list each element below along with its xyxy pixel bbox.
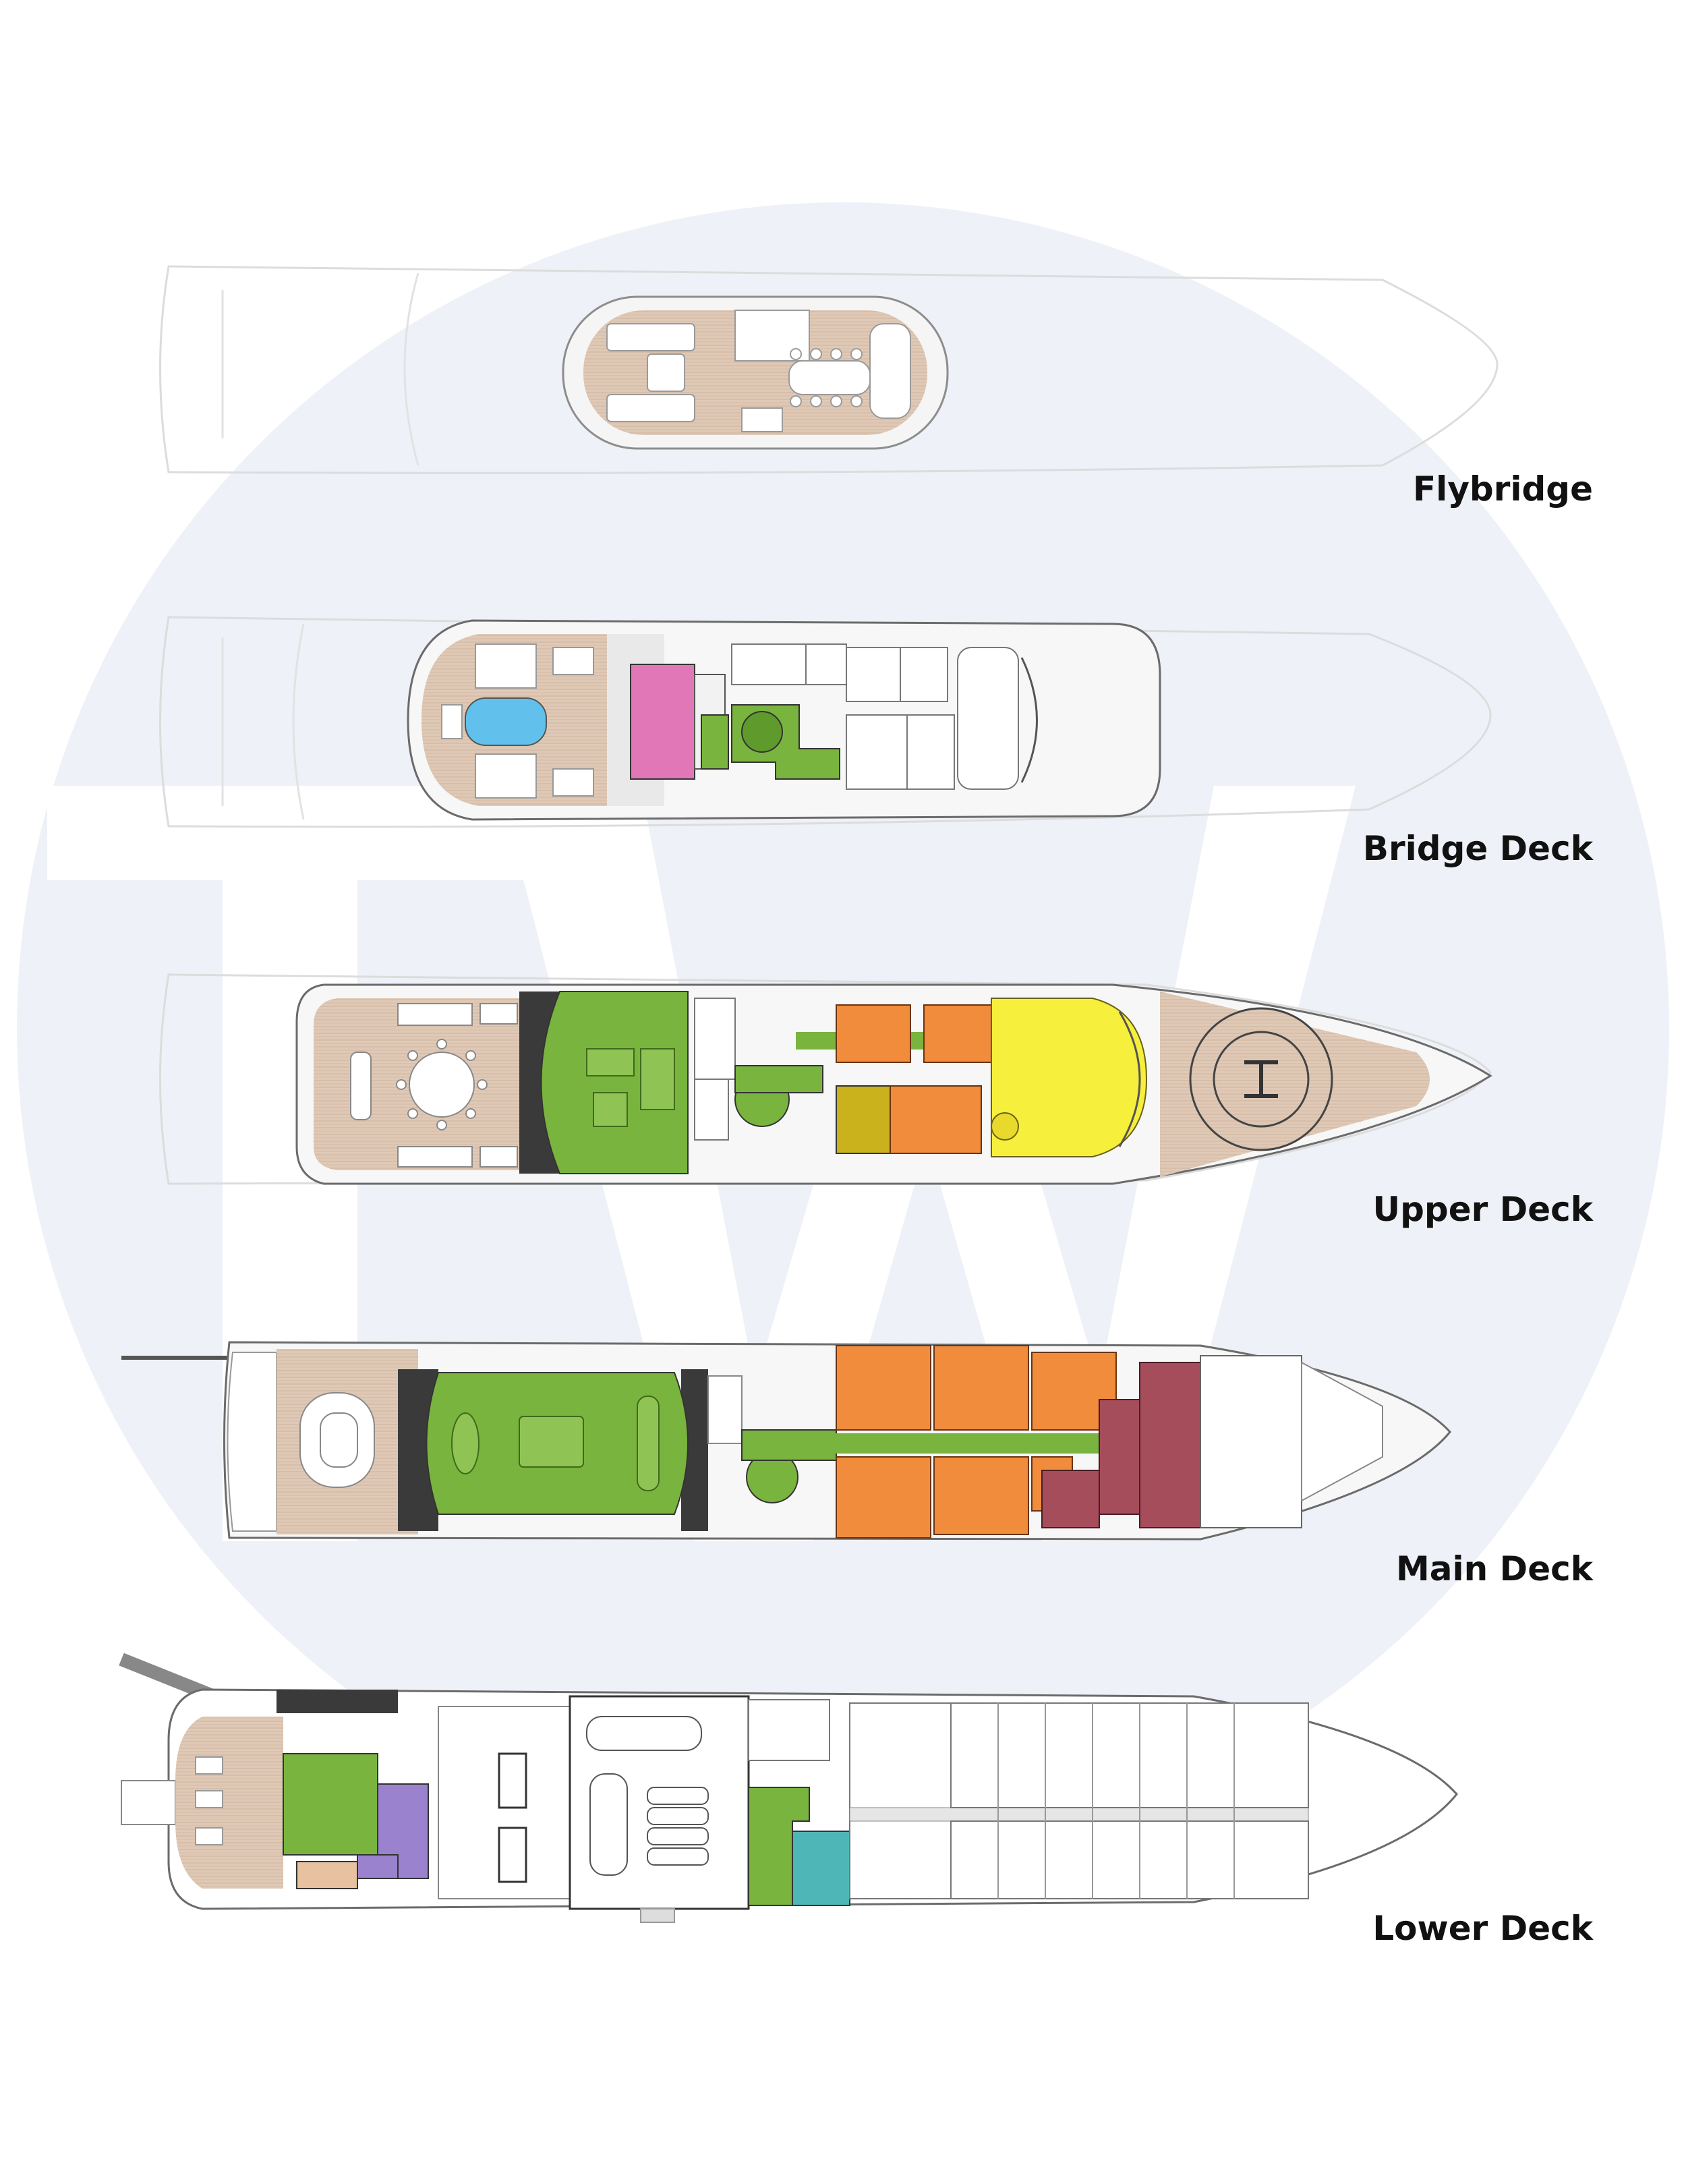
- flybridge-hull-ghost: [159, 265, 1499, 474]
- bridge-deck-hull-ghost: [159, 616, 1492, 828]
- main-deck-plan: [121, 1341, 1451, 1541]
- helipad-h-icon: [1244, 1060, 1278, 1098]
- spa-teal: [792, 1831, 850, 1906]
- lower-stair-green: [748, 1787, 810, 1906]
- upper-owner-suite-yellow: [991, 998, 1148, 1157]
- bridge-deck-plan: [159, 616, 1492, 828]
- beach-club-tan: [296, 1861, 358, 1889]
- upper-cabin-orange-3: [890, 1085, 982, 1154]
- upper-vip-olive: [836, 1085, 891, 1154]
- lower-deck-plan: [119, 1653, 1458, 1923]
- main-crew-maroon-3: [1041, 1470, 1100, 1528]
- tender-2: [589, 1773, 628, 1876]
- upper-cabin-orange-2: [923, 1004, 992, 1063]
- tender-1: [586, 1716, 702, 1751]
- main-cabin-orange-1: [836, 1345, 931, 1431]
- deck-label-bridge-deck: Bridge Deck: [1362, 829, 1593, 868]
- main-cabin-orange-3: [1031, 1352, 1117, 1431]
- upper-deck-plan: [159, 973, 1492, 1185]
- engine-1: [498, 1752, 527, 1809]
- sky-lounge-pink: [630, 664, 695, 780]
- beach-club-green: [283, 1753, 378, 1856]
- main-cabin-orange-2: [933, 1345, 1029, 1431]
- main-crew-maroon-2: [1099, 1399, 1140, 1515]
- upper-salon-green: [540, 991, 689, 1174]
- upper-cabin-orange-1: [836, 1004, 911, 1063]
- main-cabin-orange-4: [836, 1456, 931, 1539]
- pool: [465, 697, 547, 746]
- dining-table-round: [409, 1052, 475, 1118]
- deck-label-lower-deck: Lower Deck: [1372, 1909, 1593, 1948]
- deck-label-flybridge: Flybridge: [1413, 469, 1593, 509]
- main-cabin-orange-5: [933, 1456, 1029, 1535]
- upper-deck-hull-ghost: [159, 973, 1492, 1185]
- flybridge-plan: [159, 265, 1499, 474]
- main-crew-maroon-1: [1139, 1362, 1201, 1528]
- deck-label-upper-deck: Upper Deck: [1372, 1190, 1593, 1229]
- deck-label-main-deck: Main Deck: [1396, 1549, 1593, 1588]
- engine-2: [498, 1827, 527, 1883]
